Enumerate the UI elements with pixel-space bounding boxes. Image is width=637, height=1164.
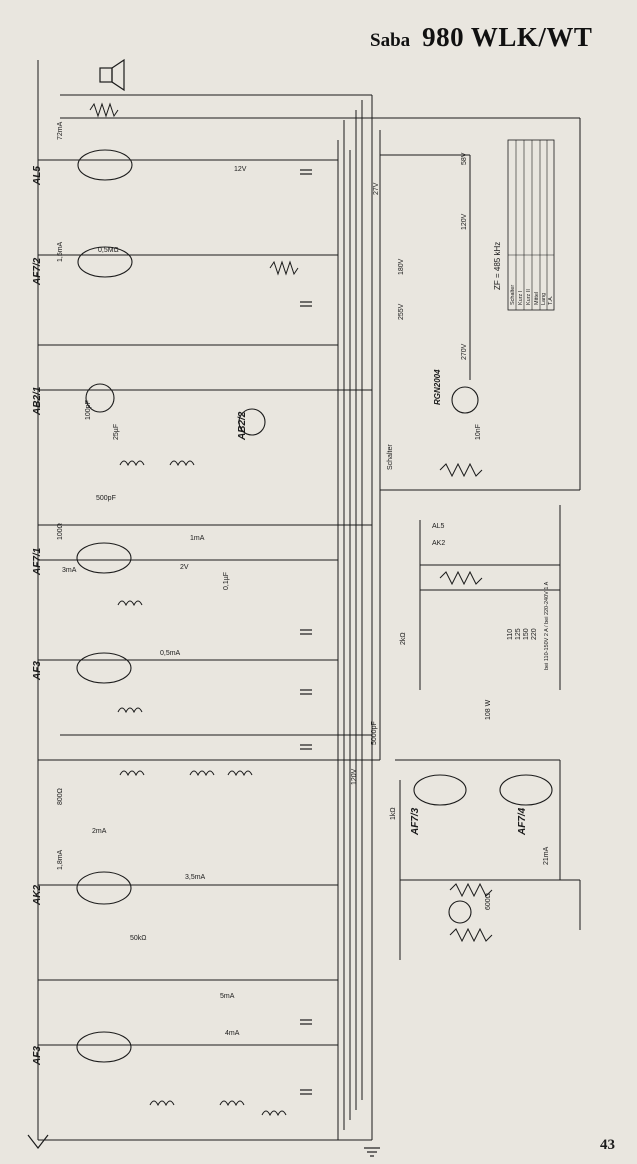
tube-label-al5: AL5 [32, 166, 43, 186]
voltage-270v: 270V [461, 343, 468, 360]
tube-label-af3-rf: AF3 [32, 1046, 43, 1066]
voltage-120v-b: 120V [351, 768, 358, 785]
resistor-2k: 2kΩ [400, 632, 407, 645]
tube-label-af3-if: AF3 [32, 661, 43, 681]
table-row-kurz1: Kurz I [518, 290, 524, 305]
switch-label: Schalter [387, 444, 394, 470]
resistor-50k: 50kΩ [130, 935, 147, 942]
resistor-800: 800Ω [57, 788, 64, 805]
cap-10nf: 10nF [475, 424, 482, 440]
antenna-icon [27, 1134, 49, 1149]
model-label: 980 WLK/WT [422, 22, 593, 52]
tube-label-af7-1: AF7/1 [32, 547, 43, 576]
mains-220: 220 [531, 628, 538, 640]
voltage-180v: 180V [398, 258, 405, 275]
tube-label-rectifier: RGN2004 [433, 369, 442, 405]
resistor-100: 100Ω [57, 523, 64, 540]
cap-100pf: 100pF [85, 400, 92, 420]
current-05ma: 0,5mA [160, 650, 181, 657]
table-row-lang: Lang [541, 293, 547, 305]
current-15ma: 1,5mA [57, 241, 64, 262]
annotations: 12V 27V 58V 120V 180V 255V 270V 2V 120V … [57, 121, 550, 1037]
speaker-icon [99, 58, 125, 92]
coil-symbols [117, 460, 287, 1117]
resistor-05m: 0,5MΩ [98, 247, 119, 254]
table-row-kurz2: Kurz II [526, 289, 532, 305]
page-number: 43 [600, 1137, 615, 1153]
frequency-note: ZF = 485 kHz [493, 242, 502, 290]
lamp-label-al5: AL5 [432, 523, 445, 530]
mains-note: bei 110-150V 2 A / bei 220-240V 1 A [544, 581, 550, 670]
current-18ma: 1,8mA [57, 849, 64, 870]
tube-label-ak2: AK2 [32, 885, 43, 906]
current-1ma: 1mA [190, 535, 205, 542]
mains-125: 125 [515, 628, 522, 640]
cap-500pf: 500pF [96, 495, 116, 502]
tube-labels: AL5 AF7/2 AB2/1 AB2/2 AF7/1 AF3 AF7/3 AF… [32, 166, 528, 1066]
table-row-schalter: Schalter [510, 285, 516, 305]
current-3ma: 3mA [62, 567, 77, 574]
table-row-ta: T.A. [548, 295, 554, 305]
ground-icon [364, 1147, 380, 1157]
current-72ma: 72mA [57, 121, 64, 140]
lamp-label-ak2: AK2 [432, 540, 445, 547]
voltage-120v: 120V [461, 213, 468, 230]
mains-150: 150 [523, 628, 530, 640]
voltage-255v: 255V [398, 303, 405, 320]
cap-5000pf: 5000pF [371, 721, 378, 745]
resistor-600: 600Ω [485, 893, 492, 910]
cap-25uf: 25µF [113, 424, 120, 440]
voltage-12v: 12V [234, 166, 247, 173]
mains-110: 110 [507, 629, 514, 640]
voltage-58v: 58V [461, 152, 468, 165]
power-rating: 108 W [485, 699, 492, 720]
current-2ma: 2mA [92, 828, 107, 835]
cap-01uf: 0,1µF [223, 572, 230, 590]
tube-label-af7-4: AF7/4 [517, 807, 528, 836]
tube-label-ab2-1: AB2/1 [32, 386, 43, 416]
switch-table: Schalter Kurz I Kurz II Mittel Lang T.A. [507, 139, 555, 311]
tube-label-af7-3: AF7/3 [410, 807, 421, 836]
resistor-symbols [89, 102, 493, 943]
current-35ma: 3,5mA [185, 874, 206, 881]
brand-label: Saba [370, 30, 411, 51]
capacitor-symbols [300, 169, 312, 1095]
table-row-mittel: Mittel [534, 292, 540, 305]
resistor-1k: 1kΩ [390, 807, 397, 820]
page-title: Saba 980 WLK/WT [370, 22, 592, 53]
current-4ma: 4mA [225, 1030, 240, 1037]
current-5ma: 5mA [220, 993, 235, 1000]
voltage-2v: 2V [180, 564, 189, 571]
voltage-27v: 27V [373, 182, 380, 195]
tube-label-af7-2: AF7/2 [32, 257, 43, 286]
current-21ma: 21mA [543, 846, 550, 865]
wiring [37, 60, 581, 1141]
tube-label-ab2-2: AB2/2 [237, 411, 248, 441]
tube-envelopes [76, 149, 553, 1063]
